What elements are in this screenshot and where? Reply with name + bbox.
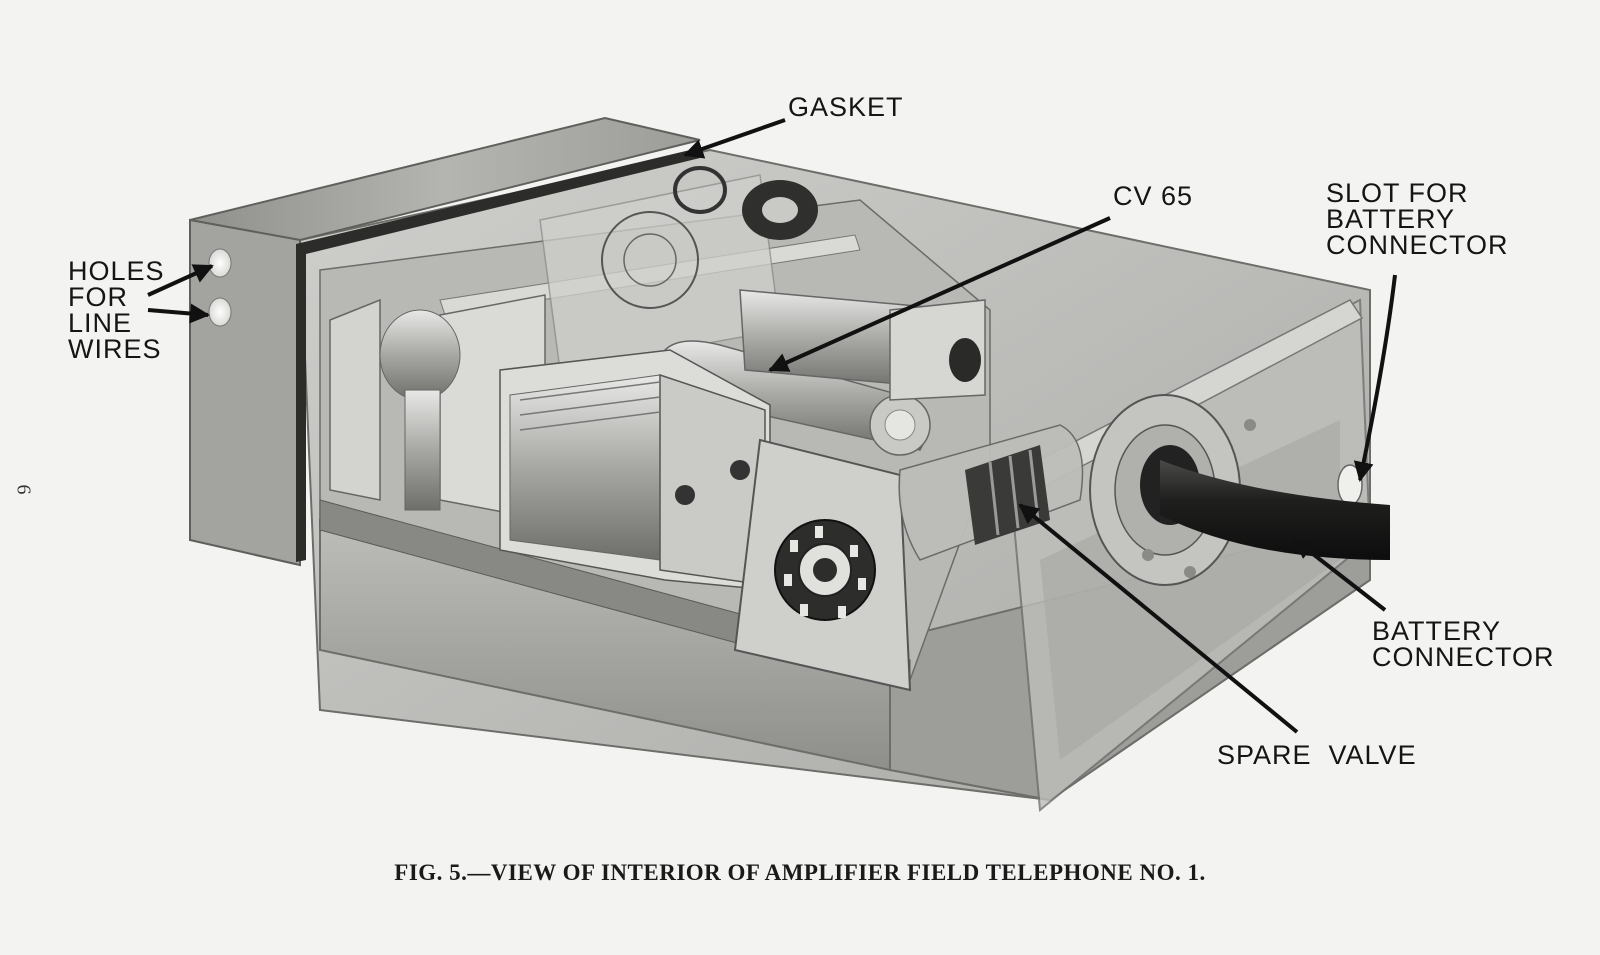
holes-label-line3: LINE: [68, 308, 133, 338]
holes-label: HOLES FOR LINE WIRES: [68, 256, 165, 364]
holes-label-line1: HOLES: [68, 256, 165, 286]
gasket-arrow: [683, 118, 786, 159]
lid: [189, 116, 701, 567]
battery-connector-label-line2: CONNECTOR: [1372, 642, 1555, 672]
leader-lines: [147, 118, 1397, 734]
capacitor-cylinder: [739, 289, 986, 401]
battery-connector-label: BATTERY CONNECTOR: [1372, 616, 1555, 672]
slot-label-line1: SLOT FOR: [1326, 178, 1469, 208]
holes-label-line4: WIRES: [68, 334, 162, 364]
line-wire-hole-upper: [208, 248, 232, 278]
slot-label: SLOT FOR BATTERY CONNECTOR: [1326, 178, 1509, 260]
toroid-coil: [673, 166, 818, 240]
transformer: [499, 349, 771, 591]
valve-holder-plate: [733, 438, 912, 692]
slot-label-line3: CONNECTOR: [1326, 230, 1509, 260]
spare-valve-arrow: [1018, 503, 1299, 734]
page-number: 6: [12, 484, 35, 495]
holes-label-line2: FOR: [68, 282, 128, 312]
holes-arrow-upper: [147, 264, 214, 297]
gasket-label: GASKET: [788, 92, 904, 122]
battery-connector: [1089, 394, 1390, 586]
figure-caption: FIG. 5.—VIEW OF INTERIOR OF AMPLIFIER FI…: [394, 860, 1206, 885]
spare-valve-label: SPARE VALVE: [1217, 740, 1417, 770]
slot-arrow: [1353, 274, 1397, 482]
cv65-valve: [664, 340, 931, 456]
cv65-label: CV 65: [1113, 181, 1194, 211]
battery-connector-arrow: [1293, 538, 1387, 612]
holes-arrow-lower: [147, 303, 210, 324]
battery-connector-label-line1: BATTERY: [1372, 616, 1502, 646]
line-wire-hole-lower: [208, 297, 232, 327]
battery-slot: [1337, 464, 1363, 506]
cv65-arrow: [768, 216, 1111, 372]
slot-label-line2: BATTERY: [1326, 204, 1456, 234]
